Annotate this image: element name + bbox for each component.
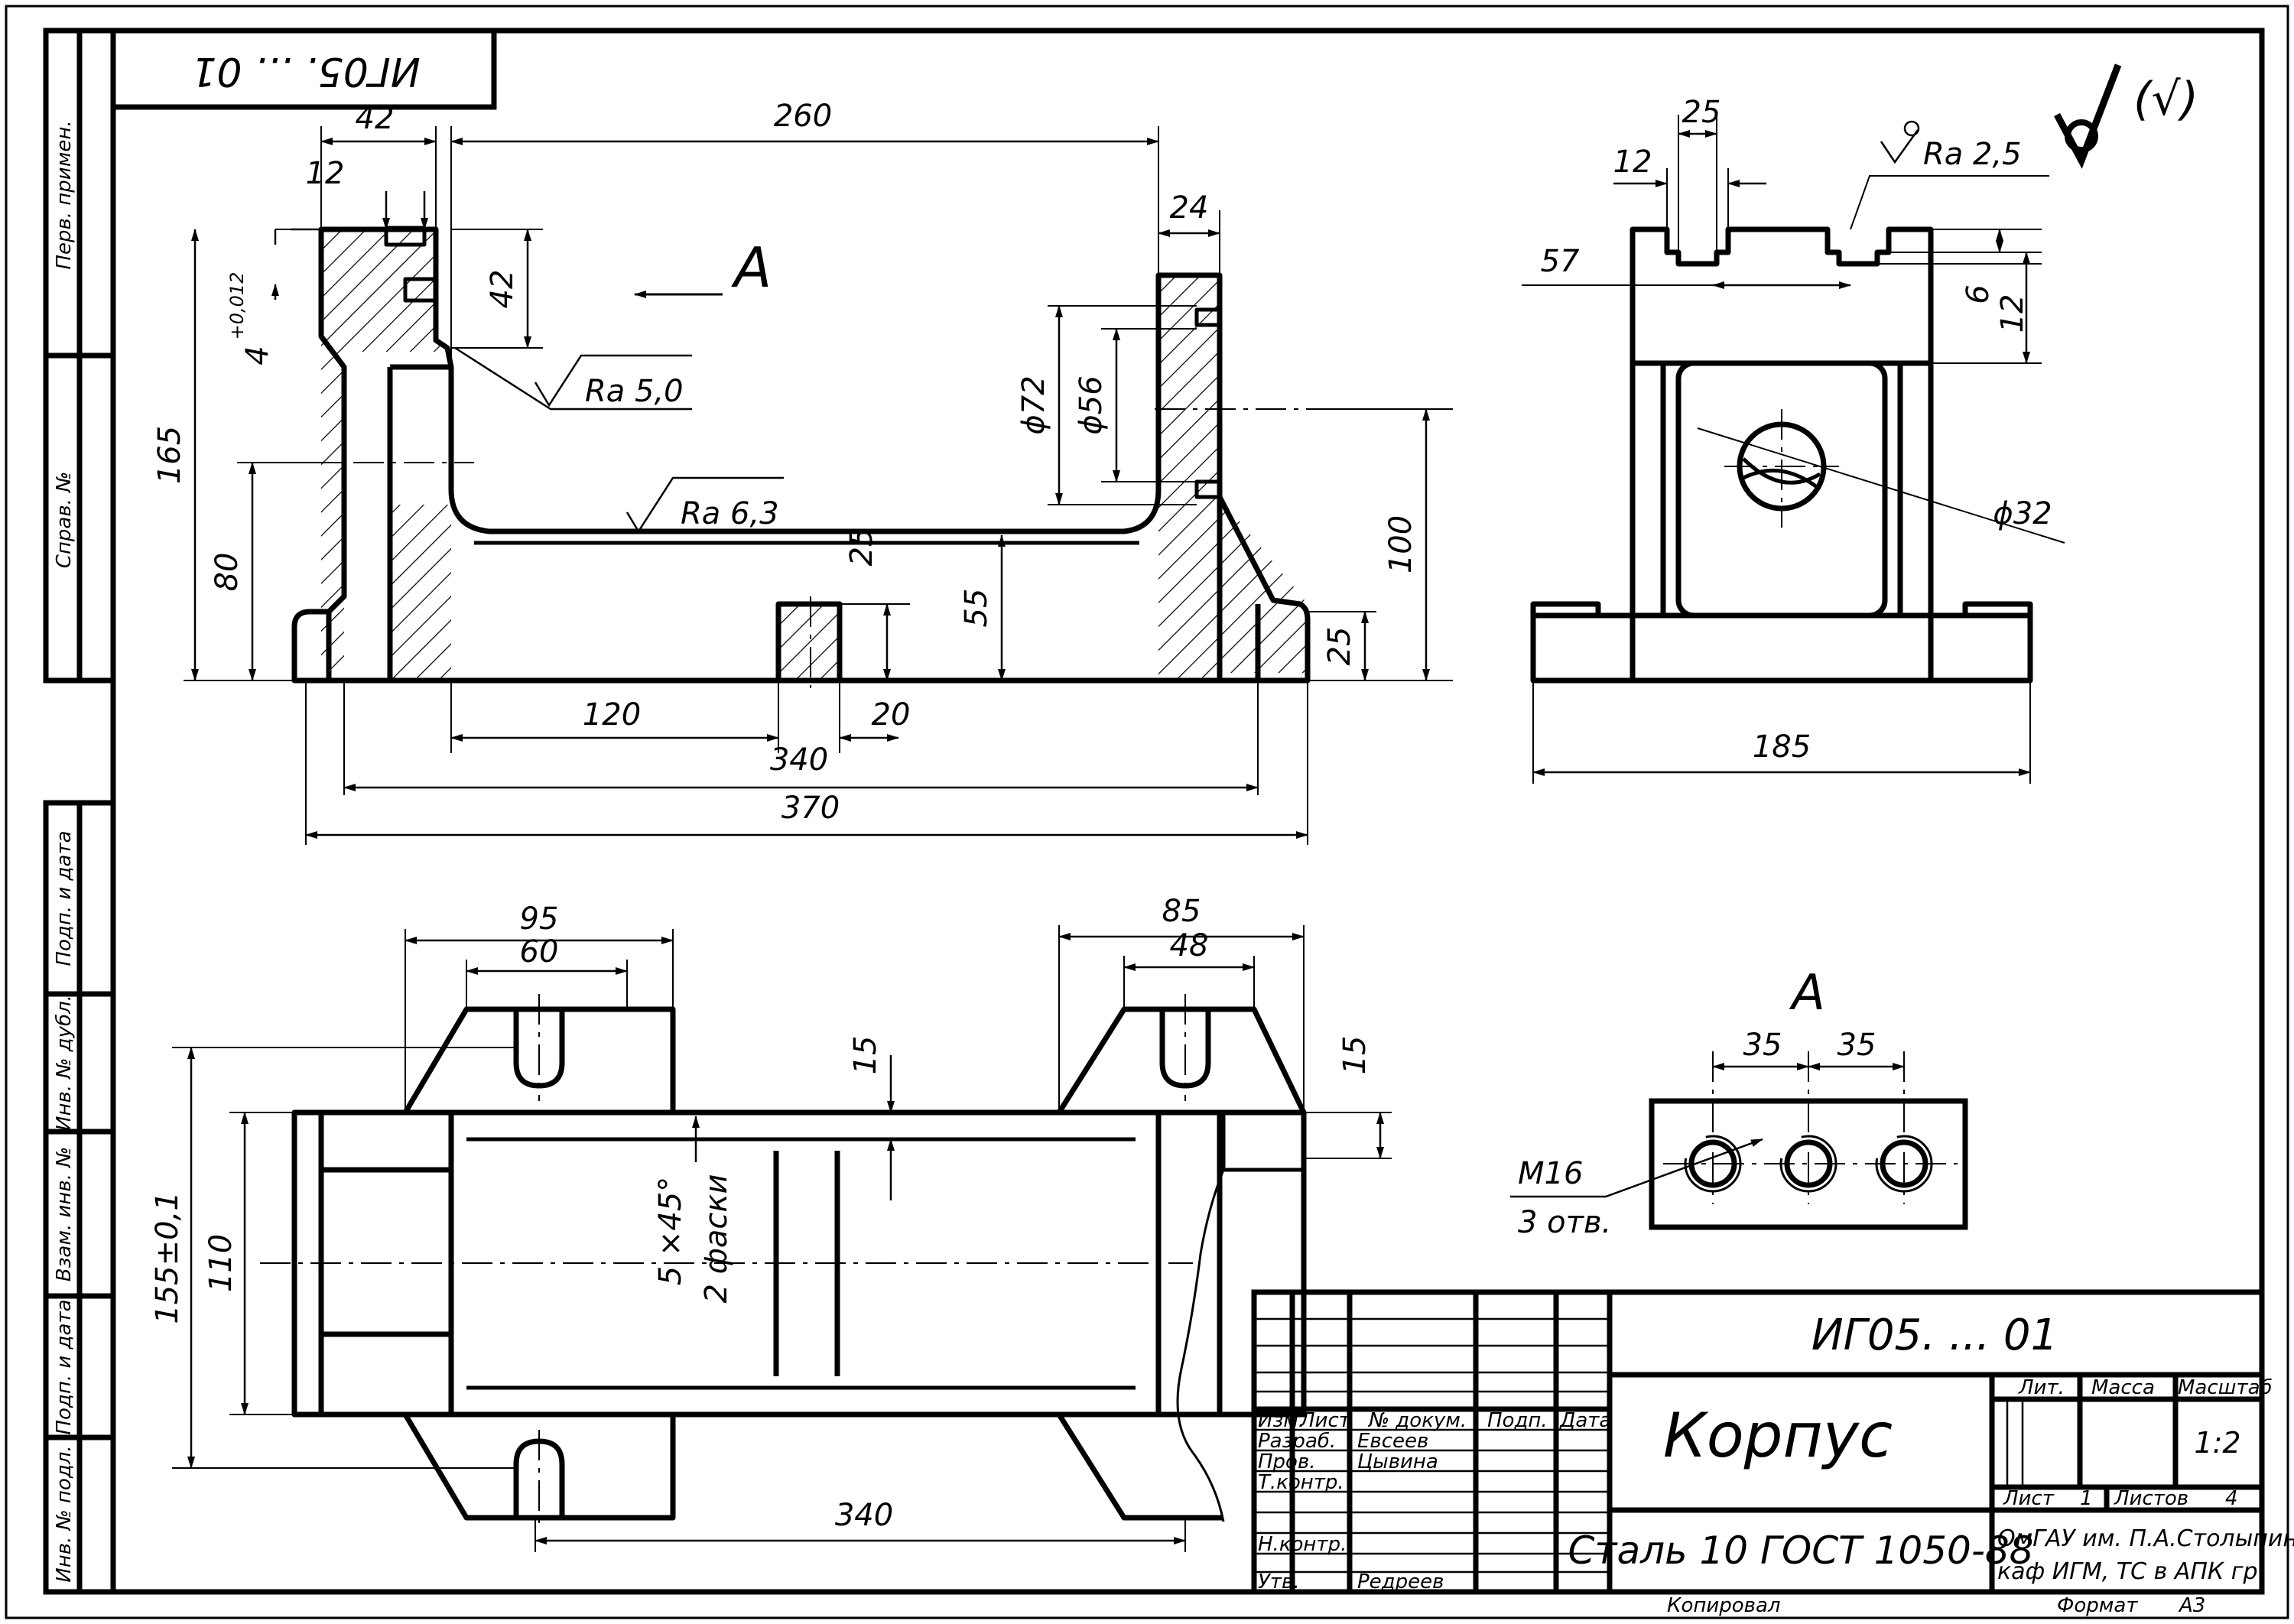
tb-format-value: А3 [2178, 1594, 2205, 1617]
dim-plan-340: 340 [835, 1498, 893, 1533]
tb-listov-no: 4 [2225, 1487, 2238, 1510]
dim-plan-48: 48 [1170, 928, 1209, 963]
roughness-ra63: Ra 6,3 [681, 496, 779, 531]
dim-side-12v: 12 [1995, 294, 2030, 333]
dim-front-340: 340 [770, 742, 828, 778]
dim-front-42-top: 42 [356, 101, 395, 136]
dim-front-25-mid: 25 [844, 528, 879, 567]
tb-hdr-data: Дата [1559, 1409, 1611, 1432]
tb-razrab-name: Евсеев [1357, 1430, 1428, 1453]
top-code-box: ИГ05. ... 01 [110, 28, 497, 110]
dim-front-24: 24 [1170, 190, 1209, 226]
dim-front-370: 370 [781, 791, 840, 826]
dim-side-12: 12 [1613, 145, 1652, 180]
general-roughness-symbol: (√) [2054, 63, 2198, 169]
tb-nkontr-label: Н.контр. [1258, 1533, 1347, 1556]
dim-front-42-side: 42 [485, 270, 520, 309]
dim-plan-110: 110 [203, 1234, 239, 1292]
dim-plan-155: 155±0,1 [150, 1191, 185, 1324]
label-podp-data-1: Подп. и дата [53, 830, 76, 966]
view-a: A 35 35 M16 3 отв. [1510, 965, 1968, 1240]
tb-part-name: Корпус [1663, 1400, 1893, 1471]
dim-side-57: 57 [1541, 244, 1580, 279]
dim-front-d72: ϕ72 [1016, 375, 1051, 434]
dim-front-165: 165 [152, 426, 187, 484]
dim-plan-60: 60 [520, 934, 559, 970]
ra25-leader-dot [1903, 120, 1920, 137]
label-inv-podl: Инв. № подл. [53, 1445, 76, 1582]
dim-front-260: 260 [774, 99, 832, 134]
dim-front-25-right: 25 [1322, 627, 1357, 666]
tb-designation: ИГ05. ... 01 [1811, 1311, 2058, 1360]
top-code-text: ИГ05. ... 01 [191, 48, 420, 94]
dim-side-6: 6 [1961, 284, 1996, 304]
tb-tkontr-label: Т.контр. [1258, 1471, 1344, 1494]
dim-front-4-tol: 4 [240, 346, 275, 365]
tb-hdr-doc: № докум. [1367, 1409, 1467, 1432]
view-a-label: A [1789, 965, 1825, 1021]
left-strip-labels: Перв. примен. Справ. № Подп. и дата Инв.… [53, 120, 76, 1582]
left-margin-strip [43, 28, 116, 1595]
tb-kopiroval: Копировал [1667, 1594, 1781, 1617]
tb-scale: 1:2 [2194, 1426, 2240, 1460]
dim-front-12: 12 [306, 156, 345, 191]
label-podp-data-2: Подп. и дата [53, 1299, 76, 1434]
tb-prov-name: Цывина [1357, 1450, 1438, 1473]
dim-plan-85: 85 [1162, 894, 1201, 929]
viewa-thread: M16 [1518, 1156, 1583, 1191]
break-line [1176, 1169, 1225, 1522]
tb-hdr-podp: Подп. [1487, 1409, 1548, 1432]
plan-view: 95 60 85 48 15 15 155±0,1 110 5 ×45° 2 ф… [150, 894, 1392, 1552]
dim-front-80: 80 [210, 553, 245, 592]
roughness-ra50: Ra 5,0 [585, 374, 684, 409]
tb-list-no: 1 [2080, 1487, 2093, 1510]
label-inv-dubl: Инв. № дубл. [53, 995, 76, 1131]
dim-front-55: 55 [959, 589, 994, 628]
tb-prov-label: Пров. [1258, 1450, 1316, 1473]
dim-plan-15-a: 15 [848, 1036, 883, 1075]
dim-front-120: 120 [583, 697, 641, 732]
tb-org-line1: ОмГАУ им. П.А.Столыпина [1997, 1525, 2294, 1552]
dim-side-185: 185 [1753, 729, 1811, 765]
title-block: ИГ05. ... 01 Корпус Сталь 10 ГОСТ 1050-8… [1251, 1289, 2294, 1617]
front-section-view: A 42 260 12 24 42 4 +0,012 165 80 ϕ72 ϕ5… [152, 99, 1453, 845]
dim-front-d56: ϕ56 [1074, 375, 1109, 434]
dim-front-100: 100 [1383, 515, 1418, 573]
tb-hdr-izm: Изм. [1258, 1409, 1305, 1432]
dim-front-20: 20 [872, 697, 911, 732]
label-vzam-inv: Взам. инв. № [53, 1147, 76, 1282]
tb-org-line2: каф ИГМ, ТС в АПК гр. [1997, 1558, 2265, 1585]
viewa-holes-count: 3 отв. [1518, 1205, 1611, 1240]
tb-lit-label: Лит. [2018, 1376, 2065, 1399]
tb-format-label: Формат [2057, 1594, 2138, 1617]
section-arrow-a-label: A [731, 235, 772, 300]
tb-razrab-label: Разраб. [1258, 1430, 1336, 1453]
tb-utv-label: Утв. [1258, 1570, 1300, 1593]
tb-massa-label: Масса [2091, 1376, 2155, 1399]
dim-plan-95: 95 [520, 901, 559, 937]
side-view: Ra 2,5 25 12 57 6 12 ϕ32 185 [1522, 95, 2065, 784]
dim-side-d32: ϕ32 [1993, 496, 2052, 531]
dim-viewa-35-b: 35 [1837, 1028, 1876, 1063]
roughness-general-text: (√) [2133, 73, 2198, 126]
tb-material: Сталь 10 ГОСТ 1050-88 [1568, 1528, 2034, 1573]
dim-viewa-35-a: 35 [1743, 1028, 1782, 1063]
dim-plan-15-b: 15 [1337, 1036, 1373, 1075]
label-sprav-no: Справ. № [53, 472, 76, 568]
roughness-ra25: Ra 2,5 [1923, 137, 2022, 172]
tb-hdr-list: Лист [1299, 1409, 1351, 1432]
dim-plan-chamfer: 5 ×45° [653, 1177, 688, 1286]
tb-listov-label: Листов [2114, 1487, 2188, 1510]
dim-plan-chamfer-note: 2 фаски [699, 1174, 734, 1303]
dim-side-25: 25 [1682, 95, 1721, 130]
section-arrow-a: A [634, 235, 772, 300]
label-perv-primen: Перв. примен. [53, 120, 76, 269]
tb-masshtab-label: Масштаб [2178, 1376, 2273, 1399]
dim-front-4-tol-sup: +0,012 [226, 272, 248, 340]
tb-list-label: Лист [2003, 1487, 2055, 1510]
tb-utv-name: Редреев [1357, 1570, 1444, 1593]
